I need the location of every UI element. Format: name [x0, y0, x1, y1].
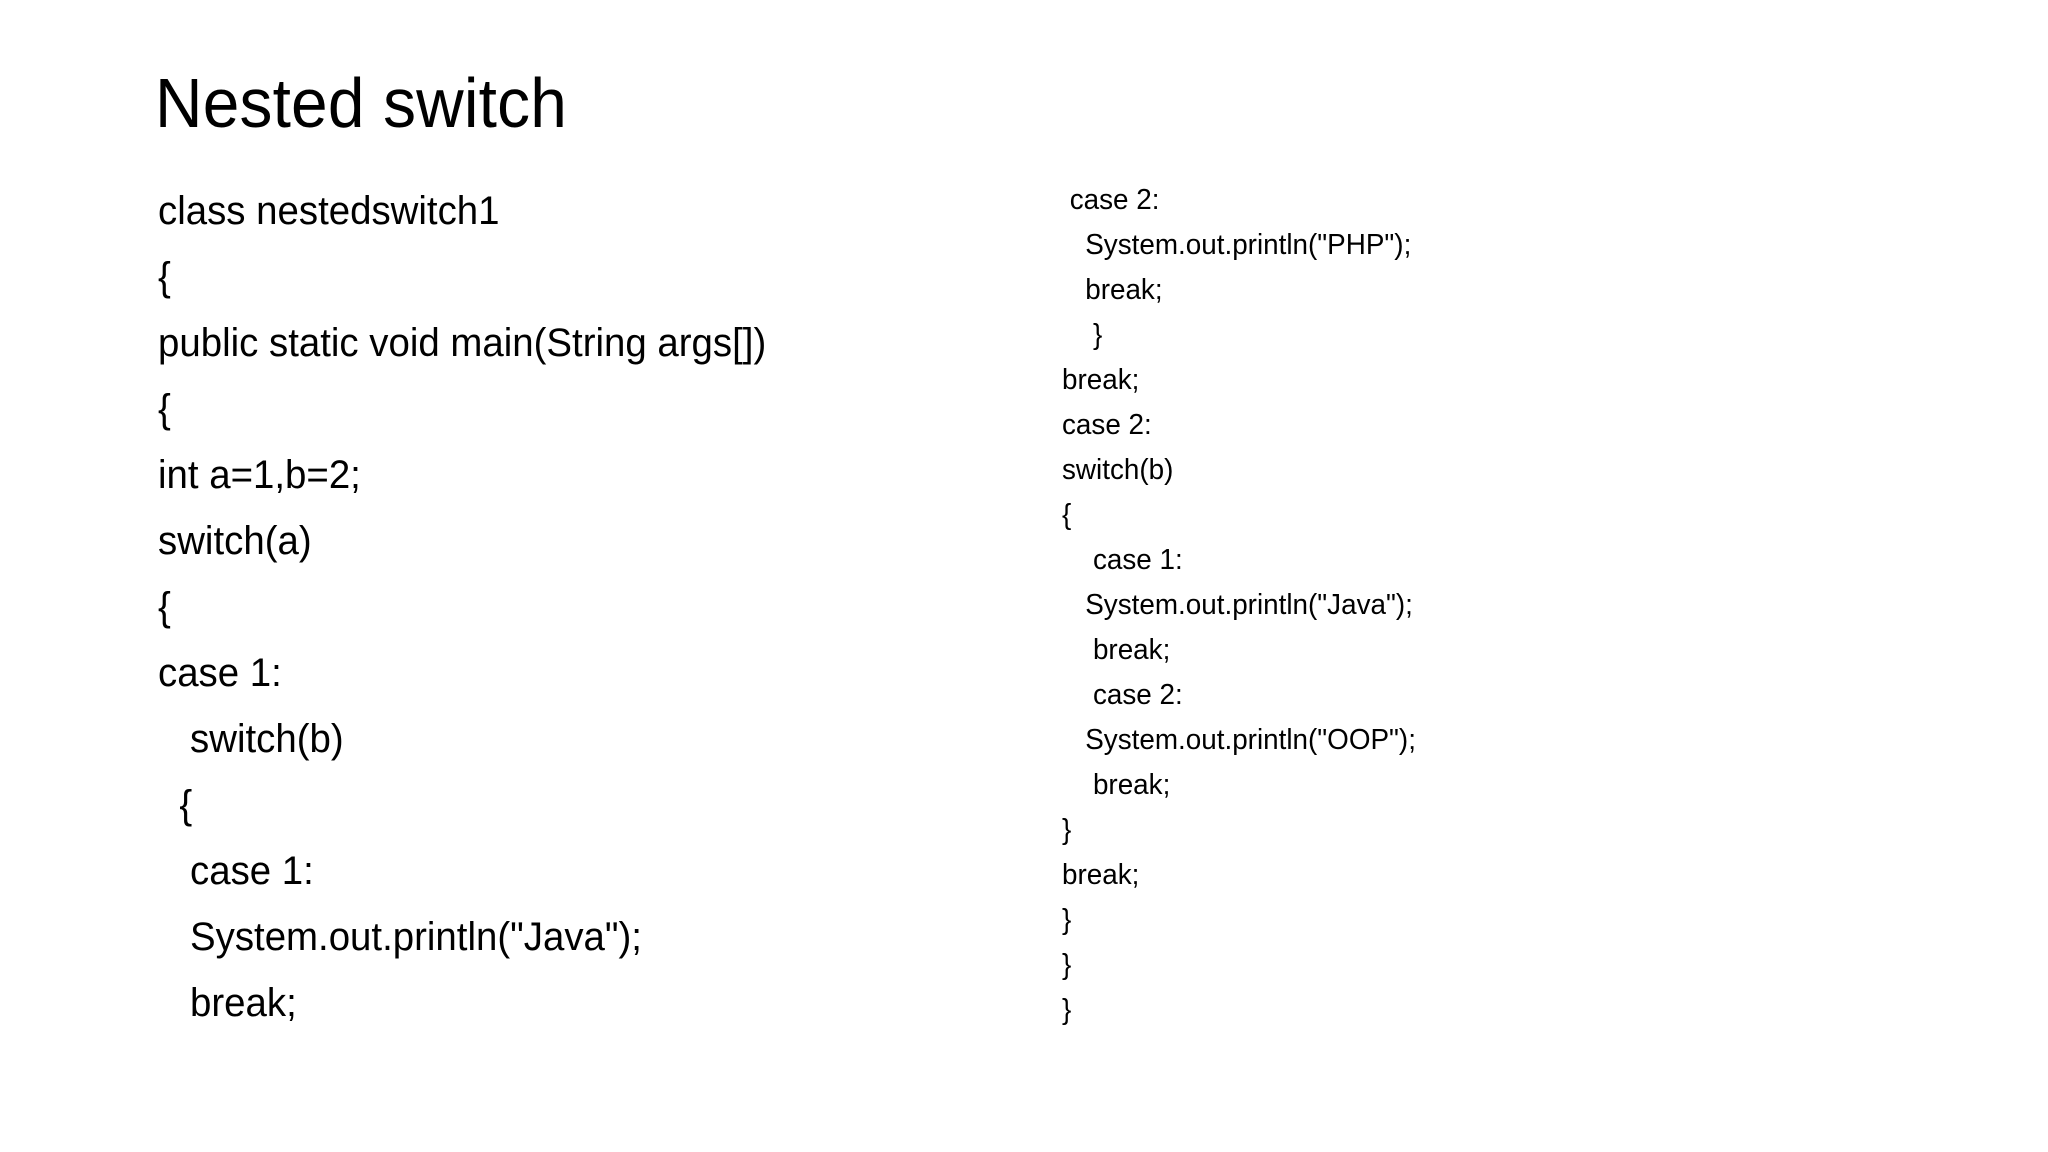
code-right-line: break;: [1062, 769, 1171, 801]
code-left-line: int a=1,b=2;: [158, 453, 361, 497]
code-left-line: System.out.println("Java");: [158, 915, 642, 959]
code-left-line: {: [158, 585, 171, 629]
code-left-line: break;: [158, 981, 297, 1025]
code-left-line: case 1:: [158, 651, 282, 695]
code-right-line: }: [1062, 994, 1072, 1026]
code-block-left: class nestedswitch1 { public static void m…: [158, 178, 958, 1036]
code-left-line: {: [158, 387, 171, 431]
code-right-line: case 2:: [1062, 679, 1183, 711]
code-left-line: class nestedswitch1: [158, 189, 500, 233]
code-right-line: System.out.println("Java");: [1062, 589, 1413, 621]
code-right-line: case 2:: [1062, 409, 1152, 441]
code-right-line: }: [1062, 814, 1072, 846]
code-left-line: switch(b): [158, 717, 344, 761]
code-right-line: }: [1062, 319, 1103, 351]
code-left-line: switch(a): [158, 519, 312, 563]
code-right-line: break;: [1062, 859, 1140, 891]
code-right-line: System.out.println("OOP");: [1062, 724, 1416, 756]
code-right-line: case 1:: [1062, 544, 1183, 576]
code-right-line: {: [1062, 499, 1072, 531]
code-right-line: switch(b): [1062, 454, 1174, 486]
slide-title: Nested switch: [155, 64, 568, 142]
code-left-line: {: [158, 255, 171, 299]
code-right-line: break;: [1062, 274, 1163, 306]
code-left-line: {: [158, 783, 193, 827]
code-right-line: }: [1062, 949, 1072, 981]
code-right-line: System.out.println("PHP");: [1062, 229, 1412, 261]
code-right-line: }: [1062, 904, 1072, 936]
code-right-line: case 2:: [1062, 184, 1160, 216]
code-right-line: break;: [1062, 364, 1140, 396]
code-block-right: case 2: System.out.println("PHP"); break…: [1062, 178, 1842, 1033]
code-left-line: public static void main(String args[]): [158, 321, 767, 365]
code-left-line: case 1:: [158, 849, 314, 893]
code-right-line: break;: [1062, 634, 1171, 666]
